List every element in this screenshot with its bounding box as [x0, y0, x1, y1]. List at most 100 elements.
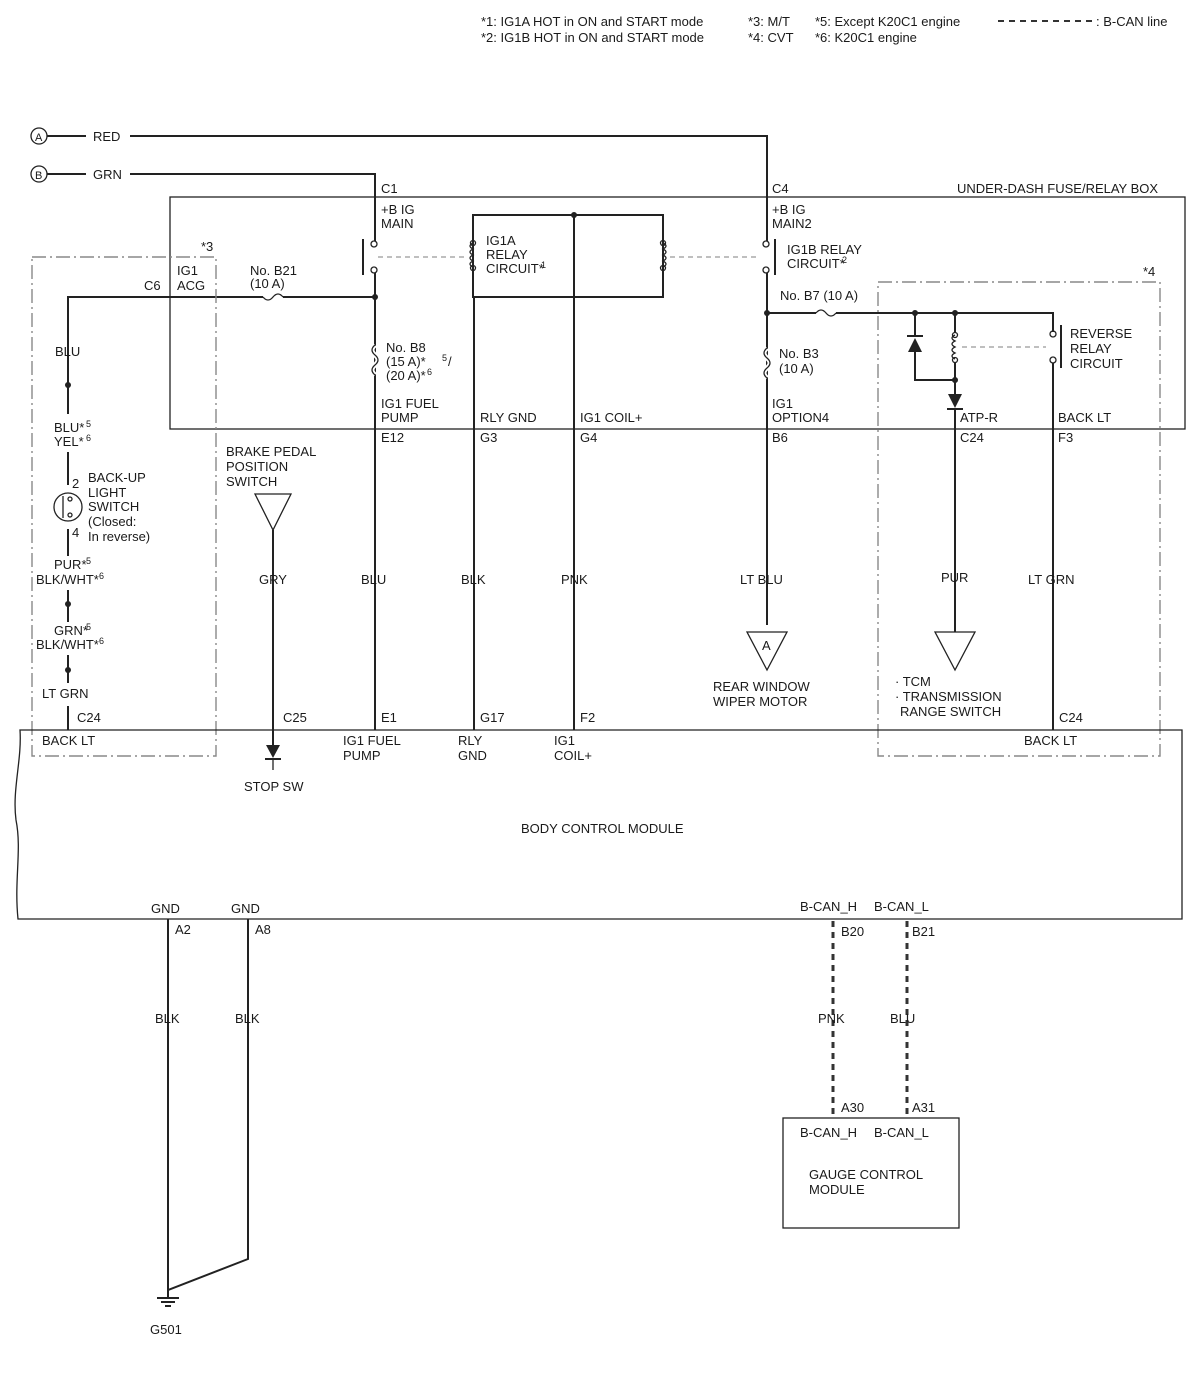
brake-switch-icon: [253, 493, 293, 532]
acg-wire-left: [67, 296, 263, 392]
wire-pur5-sup: 5: [86, 556, 91, 566]
brake-label-1: BRAKE PEDAL: [226, 444, 316, 459]
ig1a-contact-pin-top: [370, 240, 378, 248]
legend-bcan: : B-CAN line: [1096, 14, 1168, 29]
c24-fuse-label: C24: [960, 430, 984, 445]
ig1b-coil: [661, 242, 667, 268]
c1-label: C1: [381, 181, 398, 196]
gauge-title-2: MODULE: [809, 1182, 865, 1197]
bigmain2-label-2: MAIN2: [772, 216, 812, 231]
f2-label: F2: [580, 710, 595, 725]
ig1a-relay-label-3: CIRCUIT*: [486, 261, 544, 276]
tcm-label-3: RANGE SWITCH: [900, 704, 1001, 719]
ig1a-relay-label-2: RELAY: [486, 247, 528, 262]
fuse-b8-sup-6: 6: [427, 367, 432, 377]
mt-option-label: *3: [201, 239, 213, 254]
fuse-b8-symbol: [371, 344, 379, 376]
bigmain2-label-1: +B IG: [772, 202, 806, 217]
connector-b-label: B: [35, 170, 42, 182]
bcm-pump-2: PUMP: [343, 748, 381, 763]
tcm: · TCM · TRANSMISSION RANGE SWITCH: [895, 631, 1002, 719]
c24-left-label: C24: [77, 710, 101, 725]
wire-blu-label: BLU: [55, 344, 80, 359]
brake-label-3: SWITCH: [226, 474, 277, 489]
wire-pur5-label: PUR*: [54, 557, 87, 572]
fuse-b8-slash: /: [448, 354, 452, 369]
junction-rev-diode: [952, 377, 958, 383]
fuse-b21-icon: [262, 293, 284, 301]
bcm-a8-label: A8: [255, 922, 271, 937]
gauge-control-module: B-CAN_H B-CAN_L GAUGE CONTROL MODULE: [782, 1117, 960, 1229]
wire-grn-label: GRN: [93, 167, 122, 182]
bcan-blu-label: BLU: [890, 1011, 915, 1026]
switch-pin-top: [67, 496, 73, 502]
wiper-label-2: WIPER MOTOR: [713, 694, 807, 709]
wire-blk-label: BLK: [461, 572, 486, 587]
atpr-label: ATP-R: [960, 410, 998, 425]
coil-label: IG1 COIL+: [580, 410, 643, 425]
ig1b-relay-label-1: IG1B RELAY: [787, 242, 862, 257]
e1-label: E1: [381, 710, 397, 725]
fuse-b8-sup-5: 5: [442, 353, 447, 363]
wire-blu-pump-label: BLU: [361, 572, 386, 587]
junction-left-2: [65, 601, 71, 607]
ig1b-contact-pin-top: [762, 240, 770, 248]
bigmain-label-1: +B IG: [381, 202, 415, 217]
brake-switch-circuit: BRAKE PEDAL POSITION SWITCH GRY C25 STOP…: [226, 444, 316, 794]
c4-label: C4: [772, 181, 789, 196]
wire-ltgrn-right-label: LT GRN: [1028, 572, 1074, 587]
brake-label-2: POSITION: [226, 459, 288, 474]
wire-blu5-sup: 5: [86, 419, 91, 429]
bcm-coil-2: COIL+: [554, 748, 592, 763]
bcm-rly-2: GND: [458, 748, 487, 763]
fuse-b7-label: No. B7 (10 A): [780, 288, 858, 303]
rev-contact-pin-top: [1049, 330, 1057, 338]
legend: *1: IG1A HOT in ON and START mode *2: IG…: [481, 14, 1168, 45]
c24-right-label: C24: [1059, 710, 1083, 725]
switch-pin-bottom: [67, 512, 73, 518]
option4-label-1: IG1: [772, 396, 793, 411]
rev-relay-coil: [951, 334, 957, 360]
wire-grn: [130, 173, 376, 197]
e12-label: E12: [381, 430, 404, 445]
ig1acg-label-2: ACG: [177, 278, 205, 293]
fuse-box-outline: [169, 196, 1186, 430]
wire-yel6-sup: 6: [86, 433, 91, 443]
ig1a-contact-pin-bottom: [370, 266, 378, 274]
gauge-canh-label: B-CAN_H: [800, 1125, 857, 1140]
wiper-connector-letter: A: [762, 638, 771, 653]
wiper-connector-icon: [745, 631, 789, 672]
ig1b-coil-pin-bottom: [659, 264, 667, 272]
g3-label: G3: [480, 430, 497, 445]
g4-label: G4: [580, 430, 597, 445]
wire-ltblu-label: LT BLU: [740, 572, 783, 587]
wire-red: [130, 135, 768, 197]
bcm-wires: BLU BLK PNK LT BLU PUR LT GRN E1 G17 F2 …: [361, 215, 1083, 730]
tcm-connector-icon: [933, 631, 977, 672]
pin-4-label: 4: [72, 525, 79, 540]
rev-relay-label-3: CIRCUIT: [1070, 356, 1123, 371]
g501-label: G501: [150, 1322, 182, 1337]
legend-note-4: *4: CVT: [748, 30, 794, 45]
bcan-pnk-label: PNK: [818, 1011, 845, 1026]
c25-label: C25: [283, 710, 307, 725]
fuse-b7-icon: [815, 309, 837, 317]
backup-light-switch-icon: [53, 492, 83, 522]
legend-note-5: *5: Except K20C1 engine: [815, 14, 960, 29]
cvt-option-label: *4: [1143, 264, 1155, 279]
bcm-gnd-2: GND: [231, 901, 260, 916]
rev-coil-pin-top: [951, 331, 959, 339]
pump-label-2: PUMP: [381, 410, 419, 425]
bcm-b21-label: B21: [912, 924, 935, 939]
rev-contact-pin-bottom: [1049, 356, 1057, 364]
ig1b-coil-pin-top: [659, 239, 667, 247]
tcm-label-2: · TRANSMISSION: [895, 689, 1002, 704]
bcm-rly-1: RLY: [458, 733, 483, 748]
wire-ltgrn-label: LT GRN: [42, 686, 88, 701]
gauge-module-outline: [782, 1117, 960, 1229]
wiper-label-1: REAR WINDOW: [713, 679, 811, 694]
switch-label-4: (Closed:: [88, 514, 136, 529]
bcm-pump-1: IG1 FUEL: [343, 733, 401, 748]
b6-label: B6: [772, 430, 788, 445]
